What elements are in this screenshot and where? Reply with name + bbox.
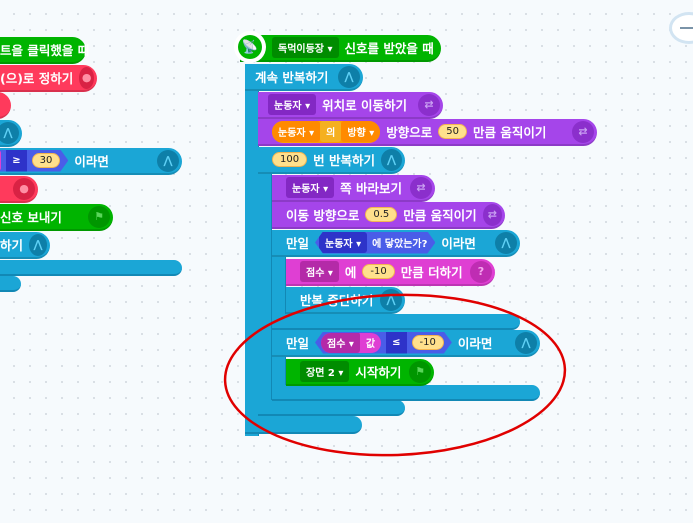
if-score-block[interactable]: 만일 점수 ▾ 값 ≤ -10 이라면 ⋀ [272,330,540,357]
condition-label: 에 닿았는가? [372,239,428,250]
object-dropdown[interactable]: 눈동자 ▾ [272,121,321,142]
start-scene-block[interactable]: 장면 2 ▾ 시작하기 ⚑ [286,359,434,386]
move-direction-block[interactable]: 눈동자 ▾ 의 방향 ▾ 방향으로 50 만큼 움직이기 ⇄ [258,119,597,146]
block-label: 에 [344,265,357,280]
block-label: 만일 [286,236,310,251]
minus-icon [680,27,693,29]
block-label: 신호를 받았을 때 [344,41,434,56]
variable-dropdown[interactable]: 점수 ▾ [321,333,360,353]
number-input[interactable]: -10 [412,335,444,350]
block-label: (으)로 정하기 [0,71,74,86]
flow-block[interactable]: ⋀ [0,120,22,147]
block-label: 만큼 움직이기 [403,208,477,223]
value-label: 값 [365,339,376,350]
motion-icon: ⇄ [418,93,440,116]
when-signal-received-block[interactable]: 독먹이등장 ▾ 신호를 받았을 때 [240,35,441,62]
if-block-left[interactable]: 값 ≥ 30 이라면 ⋀ [0,148,182,175]
repeat-arm [258,147,272,415]
flow-icon: ⋀ [157,149,179,172]
repeat-end [258,400,405,416]
block-label: 시작하기 [355,365,402,380]
flow-block-2[interactable]: 하기 ⋀ [0,232,50,259]
object-dropdown[interactable]: 눈동자 ▾ [286,177,335,198]
signal-antenna-icon: 📡 [234,31,266,63]
block-label: 계속 반복하기 [255,70,329,85]
value-label: 값 [0,150,1,171]
flow-icon: ⋀ [338,65,360,88]
if2-end [272,385,540,401]
add-variable-block[interactable]: 점수 ▾ 에 -10 만큼 더하기 ? [286,259,495,286]
block-label: 하기 [0,238,24,253]
number-input[interactable]: -10 [362,264,395,279]
block-label: 방향으로 [386,125,433,140]
compare-condition: 값 ≥ 30 [0,150,68,172]
number-input[interactable]: 0.5 [365,207,398,222]
repeat-block[interactable]: 100 번 반복하기 ⋀ [258,147,405,174]
zoom-out-button[interactable] [669,12,693,44]
motion-icon: ⇄ [410,176,432,199]
block-label: 이라면 [457,336,493,351]
c-block-end [0,276,21,292]
variable-block-2[interactable]: ● [0,176,38,203]
block-label: 만큼 움직이기 [472,125,547,140]
flow-icon: ⋀ [495,231,517,254]
property-dropdown[interactable]: 방향 ▾ [341,121,381,142]
touching-condition: 눈동자 ▾ 에 닿았는가? [315,232,435,254]
repeat-count-input[interactable]: 100 [272,152,308,167]
flow-icon: ⋀ [515,331,537,354]
motion-icon: ⇄ [482,203,502,226]
motion-icon: ⇄ [572,120,594,143]
block-label: 트을 클릭했을 때 [0,43,90,58]
forever-end [245,416,362,434]
object-dropdown[interactable]: 눈동자 ▾ [268,94,317,115]
flow-icon: ⋀ [29,233,47,256]
block-label: 이동 방향으로 [286,208,360,223]
flag-icon: ⚑ [409,360,431,383]
compare-condition: 점수 ▾ 값 ≤ -10 [315,332,452,354]
block-label: 위치로 이동하기 [322,98,407,113]
move-to-block[interactable]: 눈동자 ▾ 위치로 이동하기 ⇄ [258,92,443,119]
send-signal-block[interactable]: 신호 보내기 ⚑ [0,204,113,231]
look-at-block[interactable]: 눈동자 ▾ 쪽 바라보기 ⇄ [272,175,435,202]
c-block-end [0,260,182,276]
variable-dropdown[interactable]: 점수 ▾ [300,261,339,282]
forever-block[interactable]: 계속 반복하기 ⋀ [245,64,363,91]
operator[interactable]: ≥ [6,150,26,172]
operator[interactable]: ≤ [386,332,406,354]
block-label: 쪽 바라보기 [340,181,402,196]
variable-icon: ● [13,177,35,200]
if1-end [272,314,520,330]
block-label: 만큼 더하기 [400,265,463,280]
number-input[interactable]: 50 [438,124,467,139]
flag-icon: ⚑ [88,205,110,228]
block-label: 번 반복하기 [313,153,375,168]
flow-icon: ⋀ [380,148,402,171]
set-variable-block[interactable]: (으)로 정하기 ● [0,65,97,92]
number-input[interactable]: 30 [32,153,61,168]
move-block[interactable]: 이동 방향으로 0.5 만큼 움직이기 ⇄ [272,202,505,229]
variable-icon: ● [79,66,94,89]
flow-icon: ⋀ [0,121,19,144]
when-clicked-block[interactable]: 트을 클릭했을 때 [0,37,90,64]
help-icon: ? [470,260,492,283]
signal-dropdown[interactable]: 독먹이등장 ▾ [272,37,339,58]
block-label: 이라면 [441,236,476,251]
scene-dropdown[interactable]: 장면 2 ▾ [300,361,350,382]
if-touching-block[interactable]: 만일 눈동자 ▾ 에 닿았는가? 이라면 ⋀ [272,230,520,257]
block-label: 만일 [286,336,310,351]
property-reporter: 눈동자 ▾ 의 방향 ▾ [272,120,381,143]
of-label: 의 [320,121,342,142]
block-label: 신호 보내기 [0,210,62,225]
block-label: 이라면 [74,154,109,169]
object-dropdown[interactable]: 눈동자 ▾ [319,232,367,253]
